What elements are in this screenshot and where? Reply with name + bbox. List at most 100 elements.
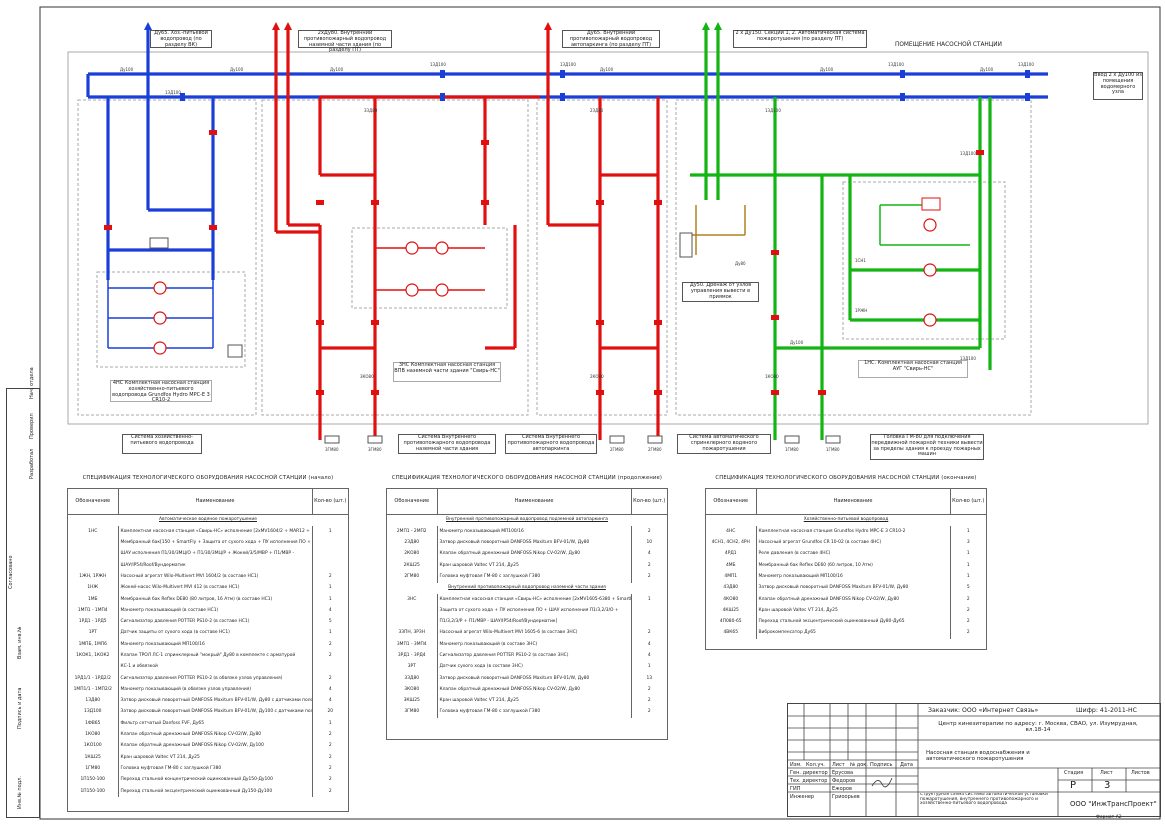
name-cell: Виброкомпенсатор Ду65 <box>756 627 951 640</box>
quantity-cell: 1 <box>328 720 332 726</box>
hdr-cell: Лист <box>832 762 845 768</box>
quantity-cell: 1 <box>328 596 332 602</box>
hdr-cell: № док. <box>850 762 868 768</box>
strip-label: Проверил <box>29 413 35 439</box>
quantity-cell: 2 <box>966 607 970 613</box>
section-title: Автоматическое водяное пожаротушение <box>159 517 257 523</box>
designation-cell: 1ЗД80 <box>68 695 119 708</box>
hdr-cell: Изм. <box>790 762 802 768</box>
quantity-cell: 1 <box>966 562 970 568</box>
station-4ns-label: 4НС Комплектная насосная станция хозяйст… <box>110 380 212 403</box>
name-cell: Сигнализатор давления POTTER PS10-2 (в с… <box>118 616 313 628</box>
col-header: Наименование <box>756 489 951 515</box>
quantity-cell: 2 <box>328 765 332 771</box>
col-header: Наименование <box>437 489 632 515</box>
col-header: Кол-во (шт.) <box>950 489 986 515</box>
svg-text:1ЗД100: 1ЗД100 <box>1018 62 1034 67</box>
customer: Заказчик: ООО «Интернет Связь» <box>928 707 1039 714</box>
system-vpv-parking-label: Система Внутреннего противопожарного вод… <box>505 434 597 454</box>
quantity-cell <box>631 617 667 628</box>
name-cell: Комплектная насосная станция Grundfos Hy… <box>756 526 951 538</box>
quantity-cell: 1 <box>328 528 332 534</box>
quantity-cell: 13 <box>646 675 653 681</box>
name-cell: Клапан ТРОЛ ЛС-1 спринклерный "мокрый" Д… <box>118 650 313 662</box>
designation-cell: 1НЖ <box>68 582 119 595</box>
svg-text:2КО80: 2КО80 <box>590 374 604 379</box>
stage-value: Р <box>1070 780 1077 791</box>
quantity-cell: 2 <box>647 562 651 568</box>
name-cell: Реле давления (в составе 4НС) <box>756 548 951 561</box>
svg-text:1ЗД100: 1ЗД100 <box>430 62 446 67</box>
quantity-cell: 4 <box>647 551 651 557</box>
system-hvs-label: Система хозяйственно-питьевого водопрово… <box>122 434 202 454</box>
designation-cell: 1КО100 <box>68 740 119 753</box>
name-cell: Головка муфтовая ГМ-80 с заглушкой ГЗ80 <box>437 707 632 719</box>
spec-table-end: СПЕЦИФИКАЦИЯ ТЕХНОЛОГИЧЕСКОГО ОБОРУДОВАН… <box>705 475 987 650</box>
quantity-cell: 2 <box>966 619 970 625</box>
section-title: Внутренний противопожарный водопровод по… <box>445 517 608 523</box>
strip-label: Подпись и дата <box>17 687 23 729</box>
strip-label: Согласовано <box>8 555 14 589</box>
svg-text:Ду100: Ду100 <box>600 67 614 72</box>
quantity-cell: 5 <box>966 585 970 591</box>
quantity-cell <box>312 549 348 560</box>
person-role: Инженер <box>790 794 815 800</box>
address: Центр кинезитерапии по адресу: г. Москва… <box>938 721 1138 733</box>
quantity-cell: 4 <box>328 686 332 692</box>
quantity-cell: 2 <box>328 743 332 749</box>
svg-text:1ЗД100: 1ЗД100 <box>960 356 976 361</box>
quantity-cell <box>312 538 348 549</box>
svg-text:1ЗД100: 1ЗД100 <box>560 62 576 67</box>
name-cell: Клапан обратный дренажный DANFOSS Nikop … <box>118 729 313 741</box>
quantity-cell: 4 <box>328 607 332 613</box>
name-cell: Манометр показывающий МП100/16 <box>756 571 951 583</box>
quantity-cell: 3 <box>966 540 970 546</box>
designation-cell: 4СН1, 4СН2, 4РН <box>706 537 757 549</box>
system-sprinkler-label: Система автоматического спринклерного во… <box>677 434 771 454</box>
quantity-cell: 1 <box>647 664 651 670</box>
name-cell: Затвор дисковый поворотный DANFOSS Maxit… <box>756 582 951 595</box>
designation-cell: 1КОК1, 1КОК2 <box>68 650 119 662</box>
stage-label: Стадия <box>1064 770 1084 776</box>
designation-cell <box>68 661 119 674</box>
note-vpv-above: 2хДу80. Внутренний противопожарный водоп… <box>298 30 392 53</box>
quantity-cell: 1 <box>328 630 332 636</box>
quantity-cell <box>631 605 667 616</box>
name-cell: Клапан обратный дренажный DANFOSS Nikop … <box>756 594 951 606</box>
quantity-cell: 4 <box>328 698 332 704</box>
name-cell: Сигнализатор давления POTTER PS10-2 (в с… <box>437 650 632 662</box>
section-row: Автоматическое водяное пожаротушение <box>68 515 348 527</box>
note-sprinkler: 2 х Ду150. Секции 1, 2. Автоматическая с… <box>733 30 867 48</box>
designation-cell: 3ЗПН, 3РЗН <box>387 627 438 640</box>
person-role: Тех. директор <box>790 778 828 784</box>
quantity-cell: 2 <box>328 653 332 658</box>
room-label: ПОМЕЩЕНИЕ НАСОСНОЙ СТАНЦИИ <box>895 42 1002 48</box>
system-vpv-above-label: Система Внутреннего противопожарного вод… <box>398 434 496 454</box>
designation-cell <box>68 560 119 572</box>
section-row: Хозяйственно-питьевой водопровод <box>706 515 986 527</box>
name-cell: Переход стальной эксцентрический оцинков… <box>118 786 313 798</box>
svg-text:3ГМ80: 3ГМ80 <box>325 447 339 452</box>
quantity-cell: 1 <box>966 573 970 579</box>
designation-cell: 4РД1 <box>706 548 757 561</box>
name-cell: Головка муфтовая ГМ-80 с заглушкой ГЗ80 <box>118 763 313 775</box>
svg-text:1РЖН: 1РЖН <box>855 308 867 313</box>
designation-cell: 2КШ25 <box>387 560 438 572</box>
table-row: ШАУ исполнения П1/30/3МЦ/О + П1/30/3МЦ/Р… <box>68 548 348 561</box>
designation-cell: 3КО80 <box>387 684 438 696</box>
svg-text:1КО80: 1КО80 <box>765 374 779 379</box>
